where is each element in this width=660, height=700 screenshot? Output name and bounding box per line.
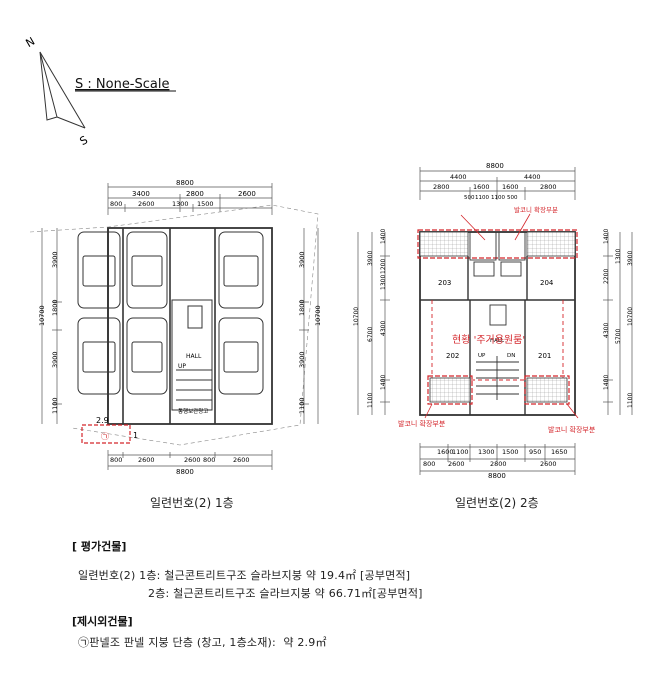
p1-hall-label: HALL (186, 353, 202, 360)
p1-dim-top-800: 800 (110, 200, 122, 208)
floor-plan-2: 8800 4400 4400 2800 1600 1600 2800 500 1… (353, 162, 634, 480)
p1-dim-bot-2600c: 2600 (233, 456, 250, 464)
p1-dim-left-3900b: 3900 (51, 351, 59, 368)
p2-dim-left-6700: 6700 (367, 327, 374, 342)
p1-dim-right-3900b: 3900 (298, 351, 306, 368)
p1-dim-left-total: 10700 (38, 305, 46, 326)
p2-balcony-left-label: 발코니 확장부분 (398, 419, 446, 428)
plan1-caption: 일련번호(2) 1층 (150, 496, 234, 510)
p2-dim-top-2800b: 2800 (540, 183, 557, 191)
p1-dim-top-3400: 3400 (132, 190, 150, 198)
p2-dn-label: DN (507, 353, 515, 359)
plan2-caption: 일련번호(2) 2층 (455, 496, 539, 510)
p2-dim-bot-total: 8800 (488, 472, 506, 480)
p2-dim-bot-950: 950 (529, 448, 541, 456)
p2-dim-right-1400a: 1400 (603, 229, 610, 244)
p2-dim-bot-1500: 1500 (502, 448, 519, 456)
p2-dim-right-1100: 1100 (627, 393, 634, 408)
p2-dim-left-3900: 3900 (367, 251, 374, 266)
p2-dim-right-total: 10700 (627, 307, 634, 326)
p2-dim-top-4400a: 4400 (450, 173, 467, 181)
p1-dim-bot-800a: 800 (110, 456, 122, 464)
p2-dim-right-3900: 3900 (627, 251, 634, 266)
p2-up-label: UP (478, 353, 486, 359)
p2-dim-top-total: 8800 (486, 162, 504, 170)
p2-dim-right-1300: 1300 (615, 249, 622, 264)
p2-dim-top-1600b: 1600 (502, 183, 519, 191)
p2-dim-right-1400b: 1400 (603, 375, 610, 390)
p2-dim-bot-1600: 1600 (437, 448, 454, 456)
p2-balcony-right-label: 발코니 확장부분 (548, 425, 596, 434)
p2-balcony-top-frame (417, 229, 578, 259)
p1-dim-right-3900a: 3900 (298, 251, 306, 268)
p1-dim-top-2600b: 2600 (138, 200, 155, 208)
p2-dim-top-1600a: 1600 (473, 183, 490, 191)
p2-dim-left-1400b: 1400 (380, 375, 387, 390)
p1-dim-top-1500: 1500 (197, 200, 214, 208)
p2-dim-bot-1650: 1650 (551, 448, 568, 456)
p2-hall-label: HALL (490, 338, 505, 344)
p2-balcony-right-frame (524, 375, 570, 405)
p1-dim-bot-total: 8800 (176, 468, 194, 476)
p2-dim-bot-1300: 1300 (478, 448, 495, 456)
p1-dim-bot-2600a: 2600 (138, 456, 155, 464)
p2-dim-left-4300: 4300 (380, 321, 387, 336)
p2-dim-left-1400a: 1400 (380, 229, 387, 244)
p1-dim-right-total: 10700 (314, 305, 322, 326)
scale-label: S : None-Scale (75, 77, 169, 92)
p1-dim-bot-2600b: 2600 (184, 456, 201, 464)
p2-dim-right-4300: 4300 (603, 323, 610, 338)
p2-dim-right-5700: 5700 (615, 329, 622, 344)
p2-dim-left-1200: 1200 (380, 259, 387, 274)
p2-current-use: 현황 '주거용원룸' (452, 334, 525, 346)
p2-dim-bot-2600a: 2600 (448, 460, 465, 468)
p1-dim-top-2600a: 2600 (238, 190, 256, 198)
p2-dim-top-1100a: 1100 (475, 195, 489, 201)
p1-dim-bot-800b: 800 (203, 456, 215, 464)
p1-dim-left-1100: 1100 (51, 397, 59, 414)
p2-dim-bot-2800: 2800 (490, 460, 507, 468)
p1-storage-label: 통행보관창고 (178, 407, 208, 415)
north-label: N (24, 35, 38, 50)
floor-plan-1: 8800 3400 2800 2600 800 2600 1300 1500 (29, 179, 322, 476)
p2-room-203: 203 (438, 279, 451, 287)
p2-dim-left-1100: 1100 (367, 393, 374, 408)
p2-balcony-left-frame (427, 375, 473, 405)
p1-storage-marker (81, 424, 131, 444)
eval-title: [ 평가건물] (72, 540, 127, 553)
p1-dim-right-1800: 1800 (298, 299, 306, 316)
p1-area-label: 2.9 (96, 416, 109, 425)
p2-room-201: 201 (538, 352, 551, 360)
p2-dim-top-4400b: 4400 (524, 173, 541, 181)
extra-line-1: ㉠판넬조 판넬 지붕 단층 (창고, 1층소재): 약 2.9㎡ (78, 636, 327, 649)
p2-dim-top-1100b: 1100 (491, 195, 505, 201)
p2-dim-right-2200: 2200 (603, 269, 610, 284)
eval-line-2: 2층: 철근콘트리트구조 슬라브지붕 약 66.71㎡[공부면적] (148, 587, 423, 600)
p2-dim-bot-1100: 1100 (452, 448, 469, 456)
extra-title: [제시외건물] (72, 615, 133, 628)
p2-dim-top-2800a: 2800 (433, 183, 450, 191)
p2-room-204: 204 (540, 279, 554, 287)
p1-dim-left-3900a: 3900 (51, 251, 59, 268)
p2-dim-left-total: 10700 (353, 307, 360, 326)
eval-line-1: 일련번호(2) 1층: 철근콘트리트구조 슬라브지붕 약 19.4㎡ [공부면적… (78, 569, 411, 582)
p2-dim-bot-2600b: 2600 (540, 460, 557, 468)
p1-up-label: UP (178, 363, 186, 370)
p1-dim-left-1800: 1800 (51, 299, 59, 316)
p2-balcony-top-label: 발코니 확장부분 (514, 205, 558, 214)
south-label: S (78, 133, 91, 148)
p2-dim-top-500b: 500 (507, 195, 518, 201)
p1-marker-label: ㉠ (101, 432, 109, 441)
p2-dim-left-1300: 1300 (380, 275, 387, 290)
p2-dim-bot-800: 800 (423, 460, 435, 468)
p2-room-202: 202 (446, 352, 459, 360)
p1-dim-top-2800a: 2800 (186, 190, 204, 198)
site-plans-drawing: N S S : None-Scale 8800 3400 2800 2600 8… (24, 35, 634, 480)
p1-marker-num: 1 (133, 431, 138, 440)
p1-dim-right-1100: 1100 (298, 397, 306, 414)
p2-dim-top-500a: 500 (464, 195, 475, 201)
p1-dim-top-1300: 1300 (172, 200, 189, 208)
p1-dim-top-total: 8800 (176, 179, 194, 187)
